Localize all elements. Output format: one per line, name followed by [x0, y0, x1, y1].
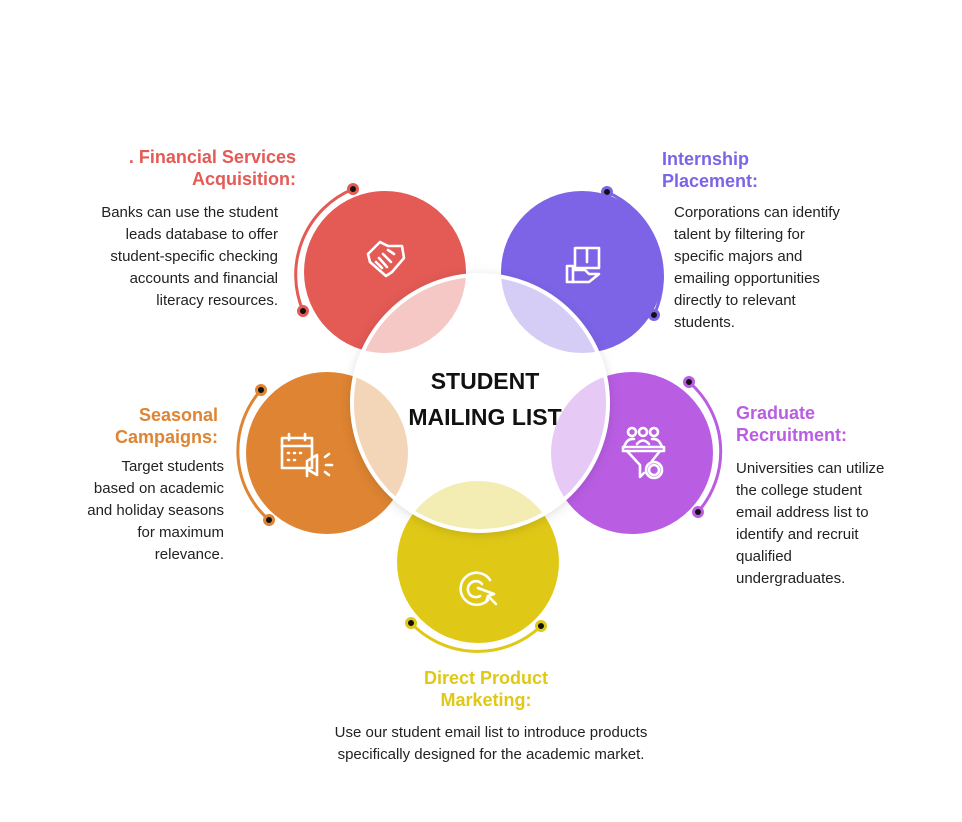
arc-dot — [405, 617, 417, 629]
body-line: talent by filtering for — [674, 226, 805, 243]
body-line: Banks can use the student — [101, 204, 278, 221]
body-line: Universities can utilize — [736, 460, 885, 477]
body-line: specific majors and — [674, 248, 803, 265]
seasonal-title: Seasonal Campaigns: — [115, 404, 218, 448]
body-line: Target students — [121, 458, 224, 475]
arc-dot — [683, 376, 695, 388]
title-line: Placement: — [662, 171, 759, 191]
body-line: specifically designed for the academic m… — [337, 746, 645, 763]
people-funnel-icon — [621, 426, 666, 480]
body-line: identify and recruit — [736, 526, 859, 543]
title-line: Marketing: — [440, 690, 532, 710]
arc-dot — [263, 514, 275, 526]
direct-title: Direct Product Marketing: — [336, 667, 636, 711]
seasonal-arc — [236, 389, 270, 522]
title-line: Campaigns: — [114, 427, 218, 447]
body-line: relevance. — [154, 546, 224, 563]
direct-arc — [409, 621, 543, 653]
financial-arc — [294, 187, 354, 312]
title-line: Direct Product — [423, 668, 549, 688]
arc-dot — [255, 384, 267, 396]
calendar-megaphone-icon — [280, 432, 334, 478]
body-line: undergraduates. — [736, 570, 846, 587]
graduate-arc — [688, 380, 723, 513]
graduate-description: Universities can utilize the college stu… — [736, 458, 884, 590]
financial-description: Banks can use the student leads database… — [101, 202, 278, 312]
body-line: student-specific checking — [110, 248, 278, 265]
title-line: Recruitment: — [736, 425, 848, 445]
arc-dot — [692, 506, 704, 518]
body-line: directly to relevant — [674, 292, 796, 309]
graduate-title: Graduate Recruitment: — [736, 402, 847, 446]
title-line: Seasonal — [138, 405, 218, 425]
internship-description: Corporations can identify talent by filt… — [674, 202, 840, 334]
direct-description: Use our student email list to introduce … — [241, 722, 741, 766]
body-line: based on academic — [93, 480, 224, 497]
title-line: Internship — [662, 149, 750, 169]
arc-dot — [347, 183, 359, 195]
body-line: students. — [674, 314, 735, 331]
center-title: STUDENT MAILING LIST — [380, 363, 590, 435]
financial-title: . Financial Services Acquisition: — [129, 146, 296, 190]
arc-dot — [535, 620, 547, 632]
handshake-icon — [366, 240, 406, 278]
body-line: literacy resources. — [156, 292, 278, 309]
center-title-line: MAILING LIST — [408, 404, 562, 430]
title-line: . Financial Services — [128, 147, 296, 167]
body-line: email address list to — [736, 504, 869, 521]
body-line: the college student — [736, 482, 862, 499]
hand-box-icon — [565, 246, 601, 284]
body-line: accounts and financial — [129, 270, 278, 287]
body-line: leads database to offer — [125, 226, 278, 243]
title-line: Graduate — [736, 403, 816, 423]
arc-dot — [297, 305, 309, 317]
seasonal-description: Target students based on academic and ho… — [87, 456, 224, 566]
body-line: qualified — [736, 548, 792, 565]
body-line: and holiday seasons — [87, 502, 224, 519]
body-line: for maximum — [137, 524, 224, 541]
click-target-icon — [459, 571, 498, 607]
title-line: Acquisition: — [192, 169, 296, 189]
body-line: Corporations can identify — [674, 204, 840, 221]
body-line: emailing opportunities — [674, 270, 820, 287]
internship-title: Internship Placement: — [662, 148, 758, 192]
center-title-line: STUDENT — [430, 368, 540, 394]
body-line: Use our student email list to introduce … — [334, 724, 648, 741]
